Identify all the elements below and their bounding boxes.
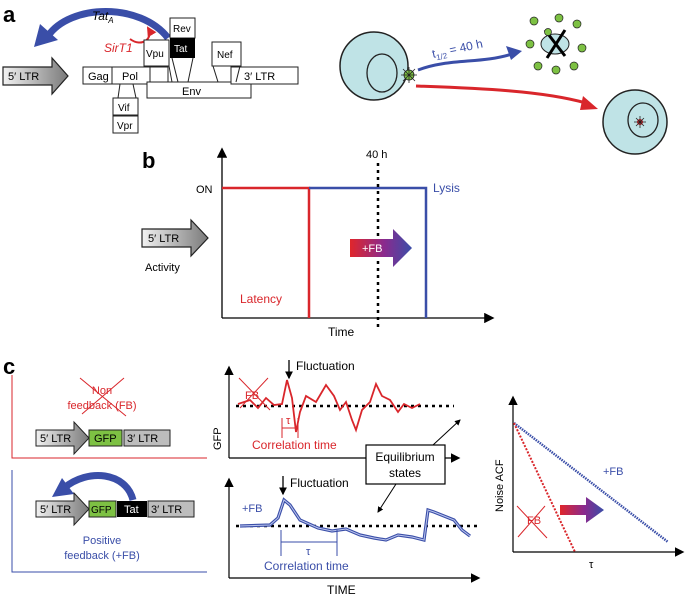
c-fb-gfp-box (88, 500, 117, 518)
nonfb-frame (11, 375, 207, 459)
acf-nonfb-line (513, 422, 576, 553)
latency-arrow (415, 84, 587, 105)
equilibrium-arrow-up (432, 419, 461, 446)
fb-arrow-label: +FB (362, 243, 382, 255)
ltr5-arrow (2, 56, 69, 96)
virion-icon (401, 67, 417, 83)
panel-a-letter: a (3, 2, 16, 27)
equilibrium-label-2: states (389, 466, 421, 480)
acf-fb-arrow (560, 497, 604, 523)
b-on-label: ON (196, 184, 213, 196)
ltr3-label: 3′ LTR (244, 71, 275, 83)
latent-cell-nucleus (627, 102, 659, 138)
tat-feedback-arrowhead (34, 24, 58, 47)
vpu-box (143, 39, 170, 67)
tat-a-label: TatA (92, 9, 114, 25)
c-fb-gfp-label: GFP (91, 505, 112, 516)
tat-box (170, 38, 195, 58)
nonfb-caption-2: feedback (FB) (67, 400, 136, 412)
c-top-fluctuation-label: Fluctuation (296, 359, 355, 373)
c-bottom-correlation-label: Correlation time (264, 559, 349, 573)
lysis-trace (309, 186, 428, 318)
latency-arrowhead (580, 96, 598, 110)
nonfb-cross (79, 377, 127, 417)
c-top-correlation-label: Correlation time (252, 438, 337, 452)
c-bottom-tau-label: τ (306, 546, 311, 558)
panel-b-letter: b (142, 148, 155, 173)
vif-box (112, 97, 139, 116)
acf-tau-axis-label: τ (589, 559, 594, 571)
c-gfp-axis-label: GFP (212, 427, 224, 450)
lysis-label: Lysis (433, 181, 460, 195)
lysed-cell-group (525, 13, 587, 75)
b-activity-label: Activity (145, 262, 180, 274)
c-fb-tat-label: Tat (124, 504, 139, 516)
c-nonfb-ltr5-label: 5′ LTR (40, 433, 71, 445)
gag-label: Gag (88, 71, 109, 83)
pol-box (111, 66, 169, 85)
b-ltr-arrow (141, 218, 209, 258)
c-nonfb-ltr5-arrow (35, 420, 90, 456)
acf-axis-label: Noise ACF (494, 459, 506, 512)
acf-nonfb-cross (516, 505, 548, 539)
rev-label: Rev (173, 24, 191, 35)
sirt1-label: SirT1 (104, 41, 133, 55)
lysis-arrowhead (506, 46, 522, 60)
env-label: Env (182, 86, 201, 98)
vpu-label: Vpu (146, 49, 164, 60)
equilibrium-arrow-down (377, 483, 397, 513)
nef-box (211, 41, 242, 67)
latency-label: Latency (240, 292, 282, 306)
vpr-box (112, 115, 139, 134)
c-bottom-fb-trace-outer (239, 497, 471, 542)
c-fb-ltr5-arrow (35, 491, 90, 527)
c-top-tau-label: τ (286, 415, 291, 427)
infected-cell (339, 31, 409, 101)
c-top-fb-cross (238, 377, 271, 411)
c-bottom-fb-trace-inner (239, 499, 471, 541)
c-fb-tat-box (117, 501, 147, 517)
tat-feedback-arc (45, 8, 171, 41)
fb-arrow (350, 229, 412, 267)
vpr-label: Vpr (117, 121, 133, 132)
nonfb-caption-1: Non (92, 385, 112, 397)
nef-label: Nef (217, 50, 233, 61)
env-box (146, 81, 252, 99)
panel-c-letter: c (3, 354, 15, 379)
c-nonfb-ltr3-label: 3′ LTR (127, 433, 158, 445)
c-fb-ltr5-label: 5′ LTR (40, 504, 71, 516)
c-fb-ltr3-box (147, 500, 195, 518)
fb-caption-1: Positive (83, 535, 122, 547)
c-nonfb-gfp-label: GFP (94, 433, 117, 445)
ltr5-label: 5′ LTR (8, 71, 39, 83)
c-fb-arc (61, 472, 137, 502)
c-top-nonfb-trace (237, 379, 421, 433)
equilibrium-box (365, 444, 446, 485)
c-bottom-fb-label: +FB (242, 503, 262, 515)
c-nonfb-gfp-box (88, 429, 123, 447)
fb-frame (11, 470, 207, 573)
time-marker-label: 40 h (366, 149, 387, 161)
c-fb-ltr3-label: 3′ LTR (151, 504, 182, 516)
ltr3-box (230, 66, 299, 85)
c-time-axis-label: TIME (327, 583, 356, 596)
infected-cell-nucleus (366, 53, 398, 93)
integrated-provirus-icon (634, 116, 646, 128)
acf-fb-label: +FB (603, 466, 623, 478)
lysis-arrow (417, 52, 513, 72)
c-bottom-fluctuation-label: Fluctuation (290, 476, 349, 490)
c-fb-arrowhead (52, 478, 74, 497)
fb-caption-2: feedback (+FB) (64, 550, 140, 562)
pol-label: Pol (122, 71, 138, 83)
tat-label: Tat (174, 44, 188, 55)
equilibrium-label-1: Equilibrium (375, 450, 434, 464)
b-x-axis-label: Time (328, 325, 355, 339)
b-ltr-label: 5′ LTR (148, 233, 179, 245)
c-nonfb-ltr3-box (123, 429, 171, 447)
acf-nonfb-label: FB (527, 515, 541, 527)
vif-label: Vif (118, 103, 130, 114)
